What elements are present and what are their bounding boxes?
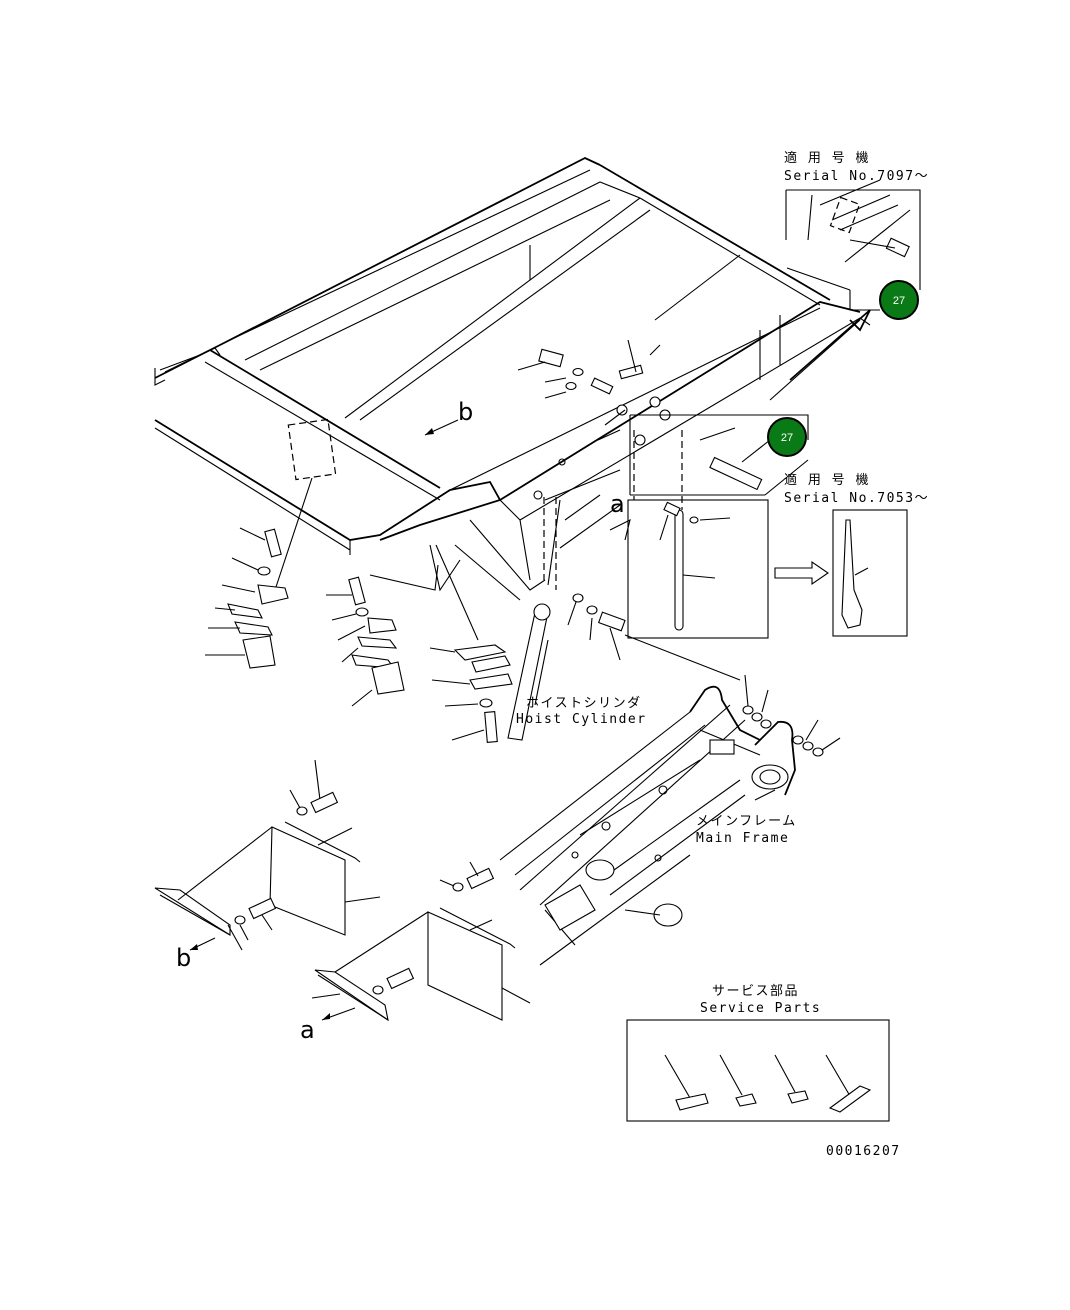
service-parts: サービス部品 Service Parts [626, 984, 890, 1122]
inset-serial-7053: 適 用 号 機 Serial No.7053～ [629, 414, 929, 506]
inset-7097-serial: Serial No.7097～ [784, 169, 929, 184]
view-label-b-upper: b [458, 398, 473, 426]
inset-7053-serial: Serial No.7053～ [784, 491, 929, 506]
hoist-cylinder-label-jp: ホイストシリンダ [526, 696, 642, 711]
mud-flaps: b a [154, 759, 531, 1044]
service-parts-title-jp: サービス部品 [712, 984, 799, 999]
main-frame: メインフレーム Main Frame [499, 634, 841, 966]
inset-7053-title: 適 用 号 機 [784, 472, 870, 488]
inset-7097-title: 適 用 号 機 [784, 150, 870, 166]
left-hardware [205, 418, 513, 743]
drawing-number: 00016207 [826, 1144, 901, 1159]
hoist-cylinder: ホイストシリンダ Hoist Cylinder [507, 469, 647, 741]
callout-27-upper-number: 27 [893, 295, 905, 307]
main-frame-label-jp: メインフレーム [696, 814, 797, 829]
inset-serial-7097: 適 用 号 機 Serial No.7097～ [784, 150, 929, 311]
view-label-a-lower: a [300, 1016, 315, 1044]
hinge-pin-parts [517, 339, 771, 491]
rod-detail [543, 430, 908, 639]
callout-27-lower[interactable]: 27 [767, 417, 807, 457]
view-label-b-lower: b [176, 944, 191, 972]
main-frame-label-en: Main Frame [696, 831, 789, 846]
service-parts-box [626, 1019, 890, 1122]
view-label-a-upper: a [610, 490, 625, 518]
dump-body [154, 156, 871, 601]
callout-27-upper[interactable]: 27 [879, 280, 919, 320]
hoist-cylinder-label-en: Hoist Cylinder [516, 712, 647, 727]
service-parts-title-en: Service Parts [700, 1001, 821, 1016]
callout-27-lower-number: 27 [781, 432, 793, 444]
